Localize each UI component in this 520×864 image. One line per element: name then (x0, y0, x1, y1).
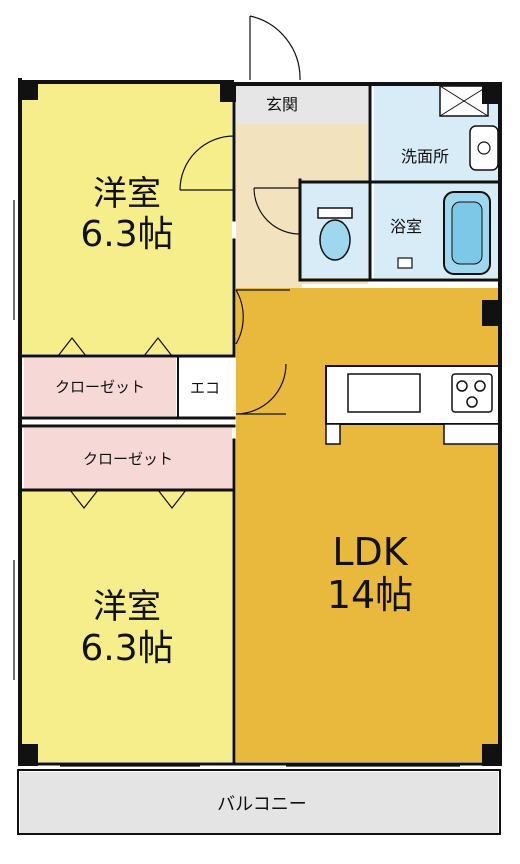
closet-1-label: クローゼット (55, 378, 145, 396)
closet-2-floor (24, 428, 232, 490)
western-room-2-floor (22, 490, 232, 762)
kitchen-sink (347, 373, 421, 413)
ldk-floor (236, 288, 500, 762)
walls (18, 78, 502, 766)
eco-floor (178, 358, 232, 416)
closet-2-label: クローゼット (83, 450, 173, 468)
western-room-1-floor (22, 82, 232, 354)
eco-label: エコ (190, 379, 220, 397)
stove-icon (451, 373, 493, 413)
western-room-1-name: 洋室 (93, 174, 161, 214)
balcony-railing (17, 769, 501, 835)
toilet-icon (317, 207, 353, 261)
hall-floor (236, 124, 302, 288)
western-room-1-size: 6.3帖 (80, 214, 173, 255)
door-swings (57, 15, 301, 509)
western-room-2-size: 6.3帖 (80, 628, 173, 669)
washbasin (469, 125, 499, 171)
windows (13, 200, 460, 767)
closet-1-floor (24, 358, 176, 416)
bathroom-label: 浴室 (390, 217, 422, 236)
washroom-label: 洗面所 (401, 147, 449, 166)
ldk-name: LDK (332, 530, 408, 574)
columns (18, 80, 502, 766)
room-labels: 洋室 6.3帖 洋室 6.3帖 LDK 14帖 クローゼット クローゼット エコ… (55, 95, 449, 815)
balcony-label: バルコニー (217, 794, 307, 815)
balcony-floor (20, 772, 498, 834)
western-room-2-name: 洋室 (93, 587, 161, 627)
entrance-label: 玄関 (266, 95, 298, 114)
ldk-size: 14帖 (327, 573, 413, 617)
entrance-step (236, 84, 368, 124)
